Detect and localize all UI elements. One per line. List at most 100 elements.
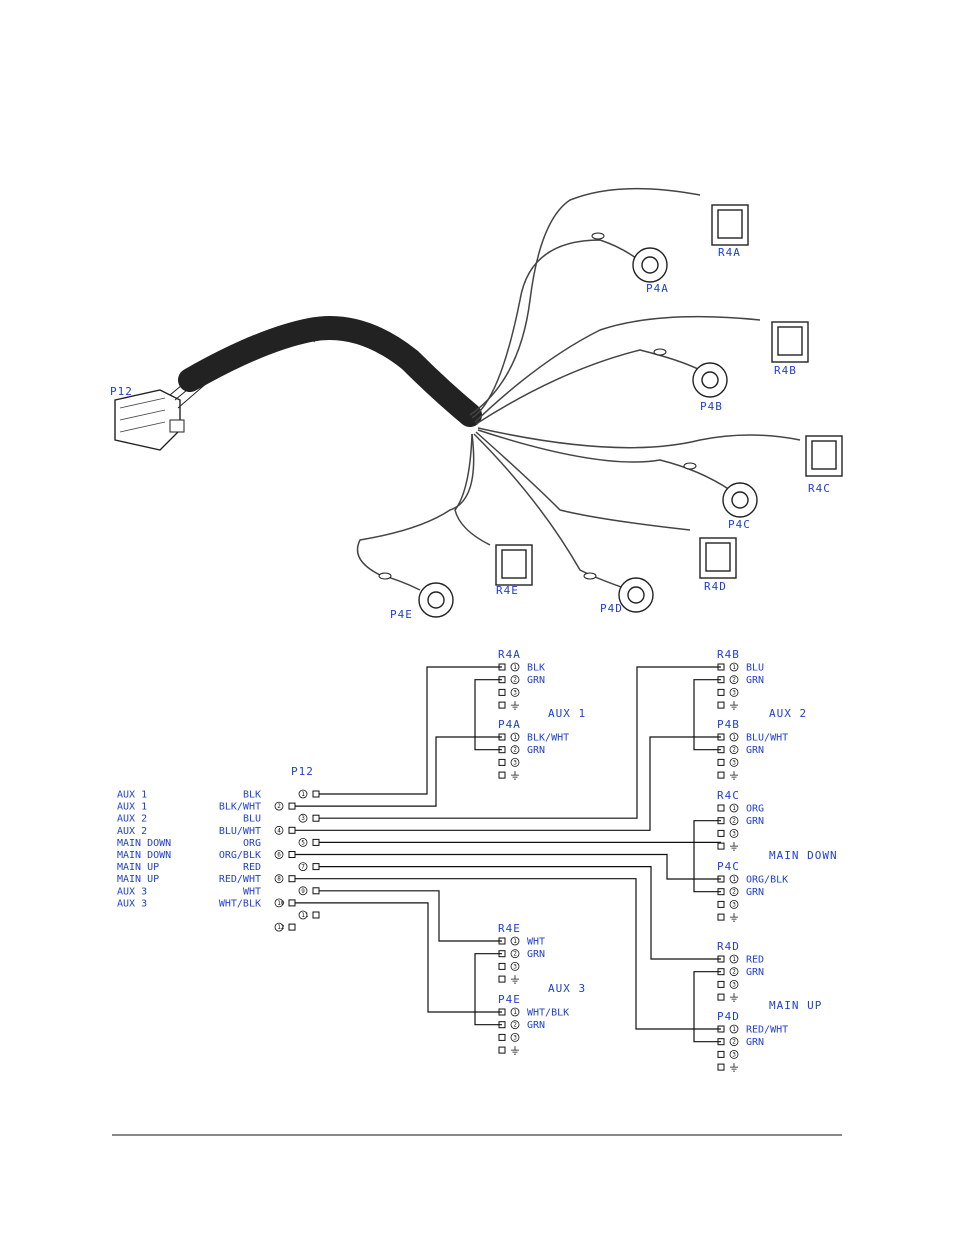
ground-symbol	[730, 1063, 738, 1072]
ground-jumper	[474, 953, 502, 1026]
pin-terminal	[498, 1033, 506, 1041]
pin-number: 2	[732, 969, 736, 976]
pin-number: 3	[301, 815, 305, 822]
group-label: AUX 3	[548, 982, 586, 995]
signal-wire	[295, 902, 502, 1013]
connector-wire-color: GRN	[746, 967, 764, 978]
pin-number-circle	[729, 816, 739, 826]
pin-number-circle	[729, 745, 739, 755]
connector-wire-color: GRN	[527, 745, 545, 756]
ground-symbol	[511, 701, 519, 710]
p12-function-label: AUX 2	[117, 814, 147, 825]
pin-terminal	[288, 802, 296, 810]
connector-wire-color: BLU/WHT	[746, 733, 788, 744]
pin-number: 3	[513, 1034, 517, 1041]
connector-wire-color: WHT	[527, 937, 545, 948]
p12-function-label: MAIN UP	[117, 862, 159, 873]
pin-terminal	[312, 911, 320, 919]
pin-number: 2	[513, 951, 517, 958]
pin-number: 3	[513, 963, 517, 970]
pin-number-circle	[298, 813, 308, 823]
p12-wire-color: RED/WHT	[219, 874, 261, 885]
pin-number-circle	[729, 688, 739, 697]
pin-terminal	[498, 688, 506, 696]
ground-symbol	[730, 993, 738, 1002]
pin-number-circle	[729, 829, 739, 838]
connector-title: P4C	[717, 860, 740, 873]
p12-wire-color: BLU	[243, 814, 261, 825]
signal-wire	[319, 666, 721, 819]
ground-symbol	[511, 771, 519, 780]
ground-jumper	[693, 971, 721, 1043]
pin-terminal	[288, 851, 296, 858]
signal-wire	[319, 666, 502, 795]
pin-terminal	[717, 1063, 725, 1071]
pin-number: 1	[513, 938, 517, 945]
connector-wire-color: WHT/BLK	[527, 1008, 569, 1019]
pin-number: 12	[277, 924, 285, 931]
connector-wire-color: GRN	[746, 745, 764, 756]
pin-number-circle	[274, 850, 284, 859]
pin-terminal	[498, 758, 506, 766]
pin-number-circle	[729, 758, 739, 767]
p12-function-label: MAIN DOWN	[117, 838, 171, 849]
pin-number: 2	[732, 677, 736, 684]
label-r4c: R4C	[808, 482, 831, 495]
connector-wire-color: RED/WHT	[746, 1025, 788, 1036]
connector-wire-color: BLU	[746, 663, 764, 674]
pin-number: 4	[277, 827, 281, 834]
connector-wire-color: GRN	[527, 1020, 545, 1031]
pin-terminal	[717, 688, 725, 696]
pin-number-circle	[510, 662, 520, 672]
connector-wire-color: ORG	[746, 804, 764, 815]
pin-number: 1	[732, 664, 736, 671]
p12-wire-color: BLK/WHT	[219, 802, 261, 813]
pin-number: 2	[732, 889, 736, 896]
connector-wire-color: ORG/BLK	[746, 875, 788, 886]
signal-wire	[295, 736, 721, 831]
pin-number-circle	[274, 874, 284, 884]
ground-jumper	[693, 679, 721, 751]
pin-terminal	[312, 814, 320, 822]
pin-number-circle	[510, 732, 520, 742]
pin-number: 10	[277, 900, 285, 907]
pin-number: 5	[301, 839, 305, 846]
pin-number-circle	[729, 803, 739, 813]
pin-number-circle	[510, 745, 520, 755]
label-r4a: R4A	[718, 246, 741, 259]
pin-terminal	[312, 887, 320, 895]
signal-wire	[295, 853, 721, 880]
connector-title: P4B	[717, 718, 740, 731]
ground-symbol	[511, 1046, 519, 1055]
pin-number: 3	[513, 759, 517, 766]
label-r4d: R4D	[704, 580, 727, 593]
pin-terminal	[717, 829, 725, 837]
ground-symbol	[511, 975, 519, 984]
pin-terminal	[498, 962, 506, 970]
pin-number-circle	[510, 758, 520, 767]
p12-function-label: MAIN UP	[117, 874, 159, 885]
pin-number: 1	[732, 876, 736, 883]
pin-number-circle	[298, 838, 308, 847]
connector-wire-color: RED	[746, 955, 764, 966]
signal-wire	[295, 736, 502, 807]
p12-wire-color: ORG/BLK	[219, 850, 261, 861]
pin-number: 7	[301, 864, 305, 871]
pin-number: 3	[732, 759, 736, 766]
pin-terminal	[717, 701, 725, 709]
pin-number: 1	[513, 734, 517, 741]
connector-wire-color: GRN	[746, 675, 764, 686]
harness-illustration: P12 R4A P4A R4B P4B R4C P4C R4D P4D R4E …	[110, 187, 843, 621]
pin-terminal	[288, 826, 296, 834]
pin-number: 2	[732, 1039, 736, 1046]
connector-wire-color: BLK/WHT	[527, 733, 569, 744]
p12-function-label: MAIN DOWN	[117, 850, 171, 861]
pin-number-circle	[729, 874, 739, 884]
connector-title: R4D	[717, 940, 740, 953]
label-p4b: P4B	[700, 400, 723, 413]
pin-terminal	[717, 842, 725, 850]
connector-title: P4A	[498, 718, 521, 731]
pin-number-circle	[510, 949, 520, 959]
pin-terminal	[717, 771, 725, 779]
p12-function-label: AUX 3	[117, 898, 147, 909]
